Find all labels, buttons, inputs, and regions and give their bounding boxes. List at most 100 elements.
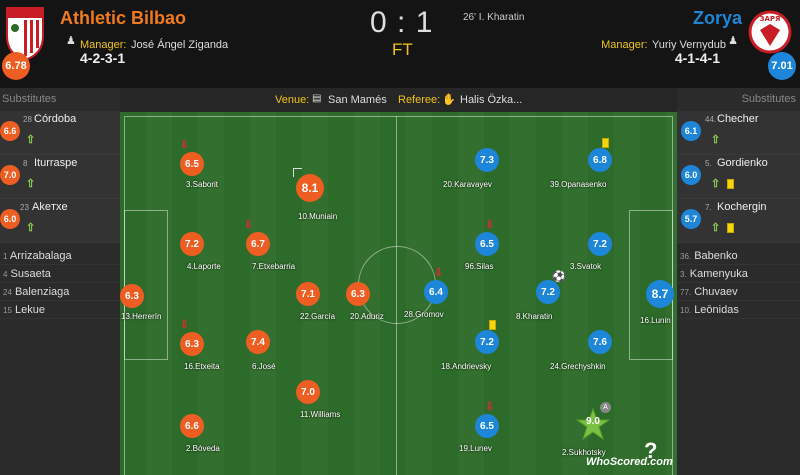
sub-row[interactable]: 6.6 28 Córdoba ⇧ <box>0 111 120 155</box>
player-rating: 8.7 <box>646 280 674 308</box>
whoscored-logo[interactable]: ? WhoScored.com <box>586 438 673 470</box>
sub-off-arrow-icon: ⇩ <box>485 219 495 231</box>
sub-row[interactable]: 6.0 5. Gordienko ⇧ <box>677 155 800 199</box>
sub-row[interactable]: 6.0 23 Akeтxe ⇧ <box>0 199 120 243</box>
goal-ball-icon: ⚽ <box>552 271 566 283</box>
sub-on-arrow-icon: ⇧ <box>26 134 36 146</box>
home-team-rating: 6.78 <box>2 52 30 80</box>
player-name[interactable]: Iturraspe <box>34 157 78 169</box>
stadium-icon: ▤ <box>312 93 322 104</box>
sub-on-arrow-icon: ⇧ <box>26 178 36 190</box>
unused-sub[interactable]: 3. Kamenyuka <box>677 265 800 283</box>
sub-off-arrow-icon: ⇩ <box>244 219 254 231</box>
away-subs-title: Substitutes <box>741 93 796 105</box>
shirt-number: 44. <box>705 115 717 124</box>
sub-row[interactable]: 7.0 8 Iturraspe ⇧ <box>0 155 120 199</box>
yellow-card-icon <box>489 320 496 330</box>
unused-sub[interactable]: 77. Chuvaev <box>677 283 800 301</box>
goal-event: 26' I. Kharatin <box>463 12 525 23</box>
player-name[interactable]: Akeтxe <box>32 201 68 213</box>
player-rating: 5.7 <box>681 209 701 229</box>
referee-name[interactable]: Halis Özka... <box>460 94 523 106</box>
player-name[interactable]: Checher <box>717 113 759 125</box>
home-manager: Manager: José Ángel Ziganda <box>80 35 228 53</box>
shirt-number: 28 <box>23 115 32 124</box>
match-header: 6.78 Athletic Bilbao ♟ Manager: José Áng… <box>0 0 800 88</box>
sub-row[interactable]: 5.7 7. Kochergin ⇧ <box>677 199 800 243</box>
manager-label: Manager: <box>80 39 127 51</box>
player-rating: 6.7 <box>246 232 270 256</box>
whistle-icon: ✋ <box>442 94 456 106</box>
shirt-number: 8 <box>23 159 28 168</box>
player-rating: 7.2 <box>475 330 499 354</box>
man-of-the-match-star-icon <box>576 408 610 441</box>
player-rating: 7.0 <box>296 380 320 404</box>
sub-off-arrow-icon: ⇩ <box>434 267 444 279</box>
match-status: FT <box>392 40 413 59</box>
shirt-number: 23 <box>20 203 29 212</box>
pitch: 6.3 13.Herrerín ⇩ 6.5 3.Saborit 7.2 4.La… <box>120 112 677 475</box>
away-manager: Manager: Yuriy Vernydub <box>601 35 726 53</box>
yellow-card-icon <box>602 138 609 148</box>
player-rating: 6.5 <box>475 414 499 438</box>
unused-sub[interactable]: 4 Susaeta <box>0 265 120 283</box>
sub-off-arrow-icon: ⇩ <box>180 319 190 331</box>
player-name[interactable]: Gordienko <box>717 157 768 169</box>
unused-sub[interactable]: 10. Leōnidas <box>677 301 800 319</box>
svg-text:ЗАРЯ: ЗАРЯ <box>760 15 781 23</box>
player-rating: 6.0 <box>681 165 701 185</box>
player-rating: 7.2 <box>180 232 204 256</box>
player-rating: 9.0 <box>586 416 600 427</box>
away-manager-name[interactable]: Yuriy Vernydub <box>652 39 726 51</box>
home-substitutes-panel: Substitutes 6.6 28 Córdoba ⇧ 7.0 8 Iturr… <box>0 88 120 475</box>
sub-off-arrow-icon: ⇩ <box>485 401 495 413</box>
player-rating: 7.6 <box>588 330 612 354</box>
yellow-card-icon <box>727 223 734 233</box>
shirt-number: 5. <box>705 159 712 168</box>
player-rating: 8.1 <box>296 174 324 202</box>
player-rating: 6.3 <box>180 332 204 356</box>
venue-name: San Mamés <box>328 94 387 106</box>
assist-icon: A <box>600 402 611 413</box>
away-team-rating: 7.01 <box>768 52 796 80</box>
home-manager-name[interactable]: José Ángel Ziganda <box>130 39 229 51</box>
captain-flag-icon <box>293 168 302 177</box>
player-rating: 7.1 <box>296 282 320 306</box>
player-rating: 6.3 <box>346 282 370 306</box>
referee-label: Referee: <box>398 94 441 106</box>
sub-row[interactable]: 6.1 44. Checher ⇧ <box>677 111 800 155</box>
zorya-crest-icon: ЗАРЯ <box>748 10 792 54</box>
manager-icon: ♟ <box>66 35 76 47</box>
player-rating: 7.0 <box>0 165 20 185</box>
player-rating: 6.0 <box>0 209 20 229</box>
yellow-card-icon <box>727 179 734 189</box>
player-name[interactable]: Kochergin <box>717 201 767 213</box>
sub-on-arrow-icon: ⇧ <box>26 222 36 234</box>
unused-sub[interactable]: 24 Balenziaga <box>0 283 120 301</box>
player-rating: 6.1 <box>681 121 701 141</box>
away-formation: 4-1-4-1 <box>674 50 720 66</box>
shirt-number: 7. <box>705 203 712 212</box>
unused-sub[interactable]: 36. Babenko <box>677 247 800 265</box>
unused-sub[interactable]: 1 Arrizabalaga <box>0 247 120 265</box>
away-team-name[interactable]: Zorya <box>692 8 742 28</box>
player-rating: 6.8 <box>588 148 612 172</box>
brand-text: WhoScored.com <box>586 456 673 468</box>
home-formation: 4-2-3-1 <box>80 50 126 66</box>
player-rating: 6.6 <box>0 121 20 141</box>
player-rating: 7.2 <box>536 280 560 304</box>
sub-on-arrow-icon: ⇧ <box>711 222 721 234</box>
player-rating: 6.6 <box>180 414 204 438</box>
unused-sub[interactable]: 15 Lekue <box>0 301 120 319</box>
sub-on-arrow-icon: ⇧ <box>711 178 721 190</box>
away-substitutes-panel: Substitutes 6.1 44. Checher ⇧ 6.0 5. Gor… <box>677 88 800 475</box>
player-name[interactable]: Córdoba <box>34 113 77 125</box>
player-rating: 7.4 <box>246 330 270 354</box>
match-info-bar: Venue: ▤ San Mamés Referee: ✋ Halis Özka… <box>120 88 677 112</box>
player-rating: 7.3 <box>475 148 499 172</box>
sub-on-arrow-icon: ⇧ <box>711 134 721 146</box>
player-rating: 6.5 <box>475 232 499 256</box>
home-team-name[interactable]: Athletic Bilbao <box>60 8 187 28</box>
player-rating: 6.3 <box>120 284 144 308</box>
match-score: 0 : 1 <box>370 6 434 39</box>
